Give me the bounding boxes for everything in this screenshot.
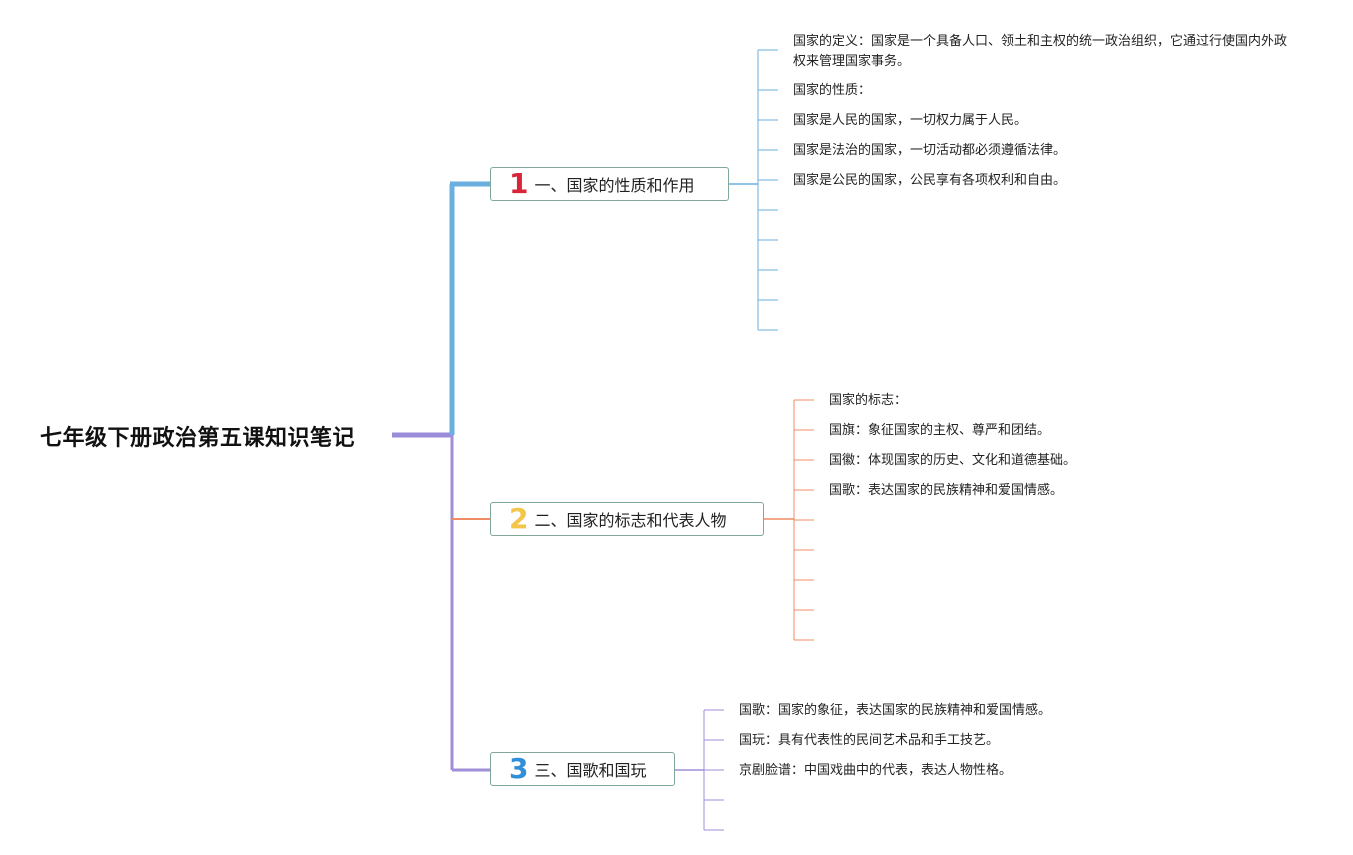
leaf-item[interactable]: 国家是公民的国家，公民享有各项权利和自由。 [793, 173, 1067, 188]
leaf-item[interactable]: 国玩：具有代表性的民间艺术品和手工技艺。 [739, 733, 1000, 748]
leaf-item[interactable]: 国歌：表达国家的民族精神和爱国情感。 [829, 483, 1064, 498]
branch-number-1: 1 [509, 167, 529, 200]
branch-number-3: 3 [509, 752, 529, 785]
root-topic[interactable]: 七年级下册政治第五课知识笔记 [40, 426, 356, 451]
leaf-item[interactable]: 国歌：国家的象征，表达国家的民族精神和爱国情感。 [739, 703, 1052, 718]
leaf-item[interactable]: 京剧脸谱：中国戏曲中的代表，表达人物性格。 [739, 763, 1013, 778]
branch-topic-2[interactable]: 2 二、国家的标志和代表人物 [490, 502, 764, 536]
leaf-item[interactable]: 国徽：体现国家的历史、文化和道德基础。 [829, 453, 1077, 468]
branch-label-1: 一、国家的性质和作用 [534, 176, 695, 195]
leaf-item[interactable]: 国家是人民的国家，一切权力属于人民。 [793, 113, 1028, 128]
leaf-item[interactable]: 国家的性质： [793, 83, 872, 98]
branch-number-2: 2 [509, 502, 529, 535]
branch-topic-3[interactable]: 3 三、国歌和国玩 [490, 752, 675, 786]
leaf-item[interactable]: 国家的标志： [829, 393, 908, 408]
branch-label-2: 二、国家的标志和代表人物 [534, 511, 727, 530]
leaf-item[interactable]: 国家的定义：国家是一个具备人口、领土和主权的统一政治组织，它通过行使国内外政权来… [793, 34, 1288, 69]
branch-label-3: 三、国歌和国玩 [534, 761, 647, 780]
leaf-item[interactable]: 国家是法治的国家，一切活动都必须遵循法律。 [793, 143, 1067, 158]
leaf-item[interactable]: 国旗：象征国家的主权、尊严和团结。 [829, 423, 1051, 438]
branch-topic-1[interactable]: 1 一、国家的性质和作用 [490, 167, 729, 201]
